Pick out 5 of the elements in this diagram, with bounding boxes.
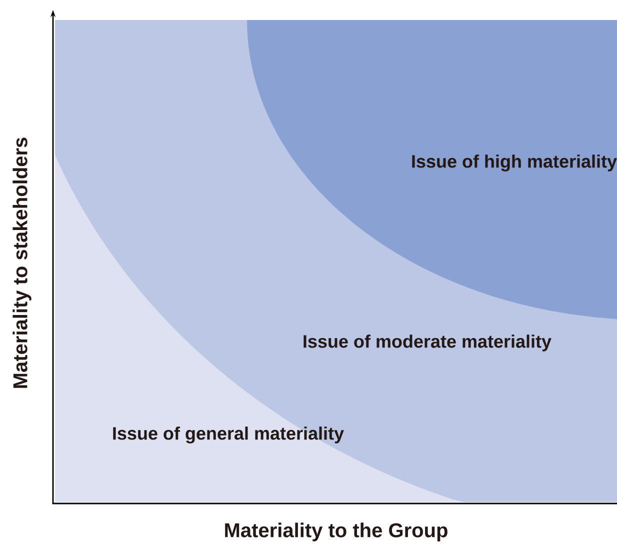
axis-label: Materiality to the Group: [225, 522, 448, 542]
materiality-region: Issue of high materiality: [247, 20, 617, 320]
materiality-region: Issue of high materiality Issue of moderate materiality: [247, 20, 617, 352]
materiality-region: Issue of high materiality Issue of moderate materiality Issue of general materiality: [55, 20, 617, 502]
axis-label: Materiality to stakeholders: [12, 138, 32, 388]
